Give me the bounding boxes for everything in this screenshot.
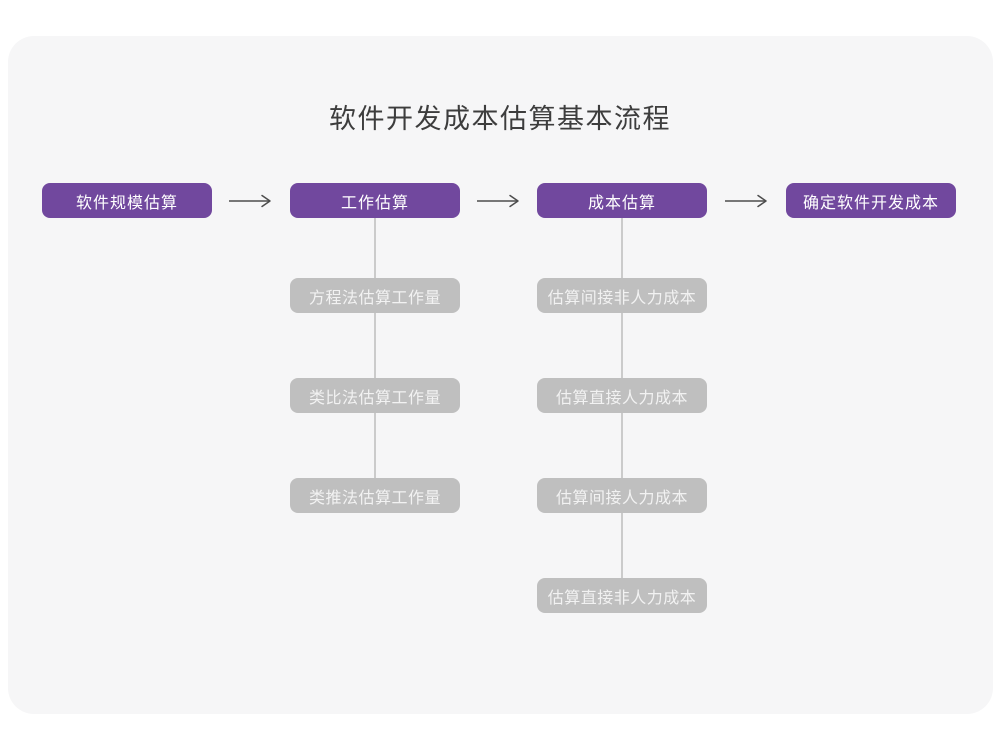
right-arrow-icon bbox=[228, 193, 272, 209]
diagram-title: 软件开发成本估算基本流程 bbox=[329, 104, 671, 134]
stage-node-software-scale-estimation: 软件规模估算 bbox=[42, 183, 212, 218]
stage-node-cost-estimation: 成本估算 bbox=[537, 183, 707, 218]
substep-node-indirect-nonlabor-cost: 估算间接非人力成本 bbox=[537, 278, 707, 313]
substep-node-indirect-labor-cost: 估算间接人力成本 bbox=[537, 478, 707, 513]
substep-node-direct-nonlabor-cost: 估算直接非人力成本 bbox=[537, 578, 707, 613]
substep-node-equation-method: 方程法估算工作量 bbox=[290, 278, 460, 313]
right-arrow-icon bbox=[724, 193, 768, 209]
connector-line-work-estimation bbox=[374, 218, 376, 478]
diagram-canvas-card bbox=[8, 36, 993, 714]
substep-node-analogy-method: 类比法估算工作量 bbox=[290, 378, 460, 413]
stage-node-work-estimation: 工作估算 bbox=[290, 183, 460, 218]
substep-node-direct-labor-cost: 估算直接人力成本 bbox=[537, 378, 707, 413]
substep-node-extrapolation-method: 类推法估算工作量 bbox=[290, 478, 460, 513]
right-arrow-icon bbox=[476, 193, 520, 209]
stage-node-determine-development-cost: 确定软件开发成本 bbox=[786, 183, 956, 218]
